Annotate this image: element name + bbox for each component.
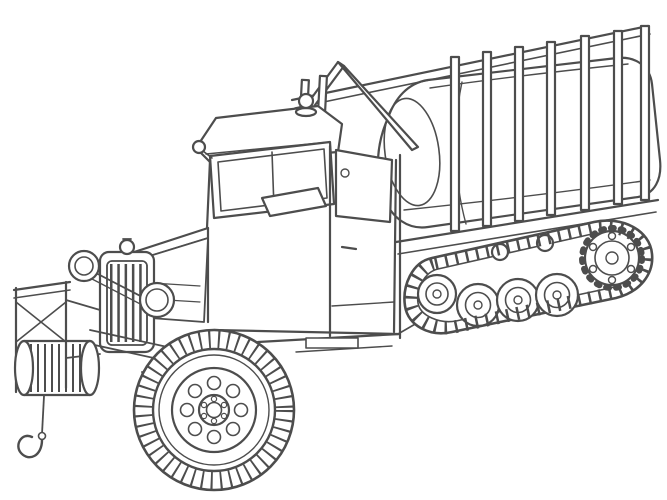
rear-track-assembly bbox=[403, 219, 654, 335]
headlights bbox=[67, 249, 176, 319]
drive-sprocket bbox=[579, 225, 645, 291]
radiator-cap bbox=[118, 238, 136, 256]
door-window bbox=[334, 148, 394, 224]
truck-drawing-root bbox=[12, 24, 662, 492]
step-board bbox=[305, 337, 359, 349]
wheel-hub bbox=[197, 393, 231, 427]
door-handle bbox=[340, 168, 358, 251]
hood bbox=[67, 226, 210, 354]
wheel-holes bbox=[179, 375, 249, 445]
winch-drum bbox=[13, 339, 101, 397]
front-wheel bbox=[132, 328, 296, 492]
return-roller bbox=[490, 242, 510, 262]
road-wheels bbox=[455, 272, 580, 328]
tire-tread-ticks bbox=[134, 330, 294, 490]
door bbox=[212, 144, 400, 338]
stake-posts bbox=[449, 24, 651, 233]
front-frame bbox=[12, 280, 199, 459]
beacon-light bbox=[294, 92, 318, 118]
rack-front-right-leg bbox=[336, 60, 420, 152]
tow-hook bbox=[17, 395, 47, 459]
side-mirror bbox=[191, 139, 213, 159]
idler-wheel bbox=[416, 273, 458, 315]
windshield-vent bbox=[260, 186, 328, 218]
cab bbox=[191, 92, 400, 349]
